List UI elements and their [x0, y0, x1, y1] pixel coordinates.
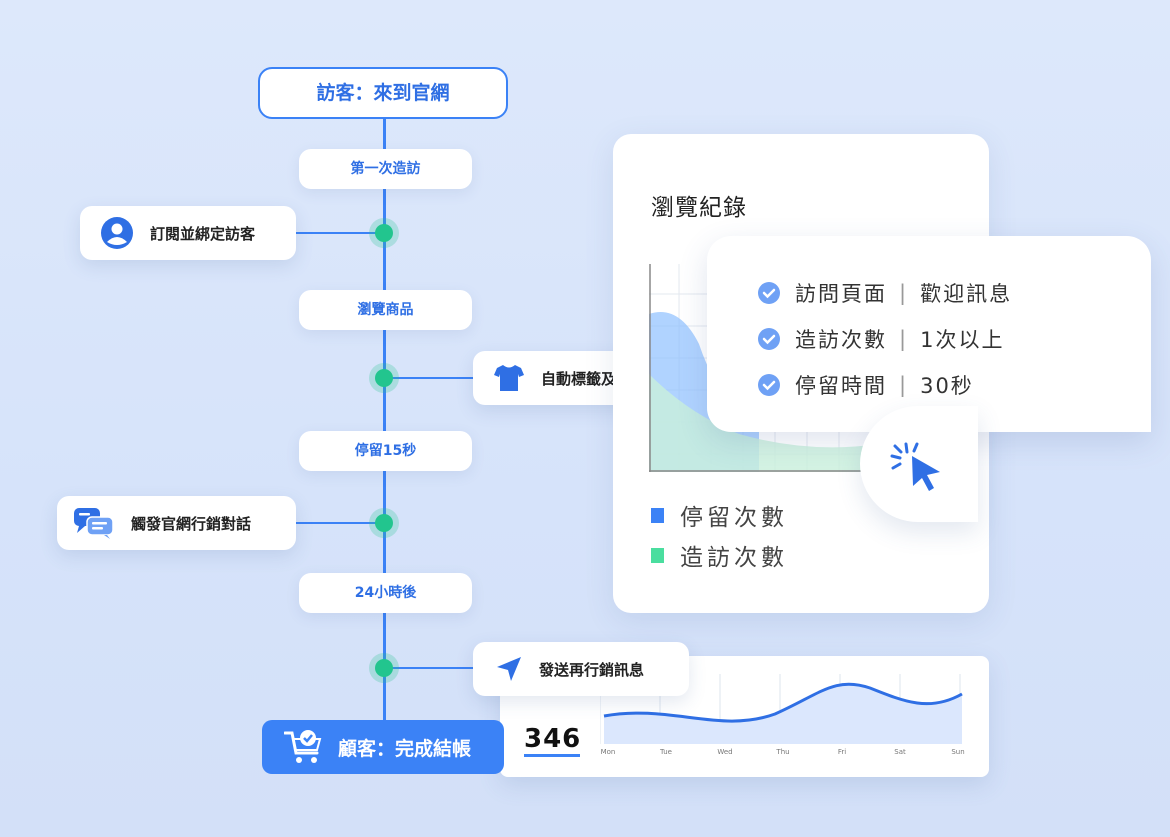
action-send-label: 發送再行銷訊息 — [539, 660, 645, 679]
condition-row: 訪問頁面 | 歡迎訊息 — [757, 278, 1012, 308]
flow-step-stay: 停留15秒 — [299, 431, 472, 471]
connector-tag — [386, 377, 474, 379]
flow-node — [375, 369, 393, 387]
flow-node — [375, 659, 393, 677]
legend-swatch-green — [651, 547, 664, 563]
check-circle-icon — [757, 327, 781, 351]
flow-node — [375, 224, 393, 242]
condition-value: 1次以上 — [920, 328, 1005, 352]
condition-key: 停留時間 — [795, 374, 887, 398]
day-label: Fri — [838, 748, 846, 756]
click-cursor-icon — [890, 442, 946, 498]
conditions-card: 訪問頁面 | 歡迎訊息 造訪次數 | 1次以上 停留時間 | 30秒 — [707, 236, 1151, 432]
action-subscribe-label: 訂閱並綁定訪客 — [150, 224, 256, 243]
condition-row: 造訪次數 | 1次以上 — [757, 324, 1004, 354]
chat-bubbles-icon — [73, 506, 115, 540]
flow-node — [375, 514, 393, 532]
day-label: Thu — [775, 748, 789, 756]
flow-end-label: 顧客：完成結帳 — [338, 737, 472, 760]
condition-key: 造訪次數 — [795, 328, 887, 352]
legend-stay-label: 停留次數 — [680, 505, 788, 531]
check-circle-icon — [757, 281, 781, 305]
legend-stay: 停留次數 — [651, 498, 788, 532]
condition-key: 訪問頁面 — [795, 282, 887, 306]
day-label: Tue — [659, 748, 672, 756]
send-arrow-icon — [495, 655, 523, 683]
wave-chart: Mon Tue Wed Thu Fri Sat Sun — [600, 674, 965, 756]
flow-step-24h: 24小時後 — [299, 573, 472, 613]
flow-step-browse: 瀏覽商品 — [299, 290, 472, 330]
legend-swatch-blue — [651, 507, 664, 523]
action-chat-card: 觸發官網行銷對話 — [57, 496, 296, 550]
user-circle-icon — [100, 216, 134, 250]
day-label: Sat — [894, 748, 906, 756]
stat-underline — [524, 754, 580, 757]
condition-divider: | — [899, 373, 909, 397]
browse-history-title: 瀏覽紀錄 — [651, 195, 747, 221]
stat-total: 346 — [524, 724, 582, 754]
flow-end-box: 顧客：完成結帳 — [262, 720, 504, 774]
check-circle-icon — [757, 373, 781, 397]
connector-send — [386, 667, 474, 669]
condition-row: 停留時間 | 30秒 — [757, 370, 974, 400]
condition-divider: | — [899, 281, 909, 305]
action-send-card: 發送再行銷訊息 — [473, 642, 689, 696]
cart-check-icon — [284, 729, 324, 765]
connector-chat — [296, 522, 384, 524]
action-subscribe-card: 訂閱並綁定訪客 — [80, 206, 296, 260]
flow-start-box: 訪客：來到官網 — [258, 67, 508, 119]
day-label: Sun — [951, 748, 964, 756]
day-label: Wed — [717, 748, 732, 756]
flow-step-first-visit: 第一次造訪 — [299, 149, 472, 189]
flow-line — [383, 118, 386, 728]
condition-divider: | — [899, 327, 909, 351]
action-chat-label: 觸發官網行銷對話 — [131, 514, 252, 533]
legend-visit: 造訪次數 — [651, 538, 788, 572]
condition-value: 歡迎訊息 — [920, 282, 1013, 306]
cursor-bubble — [860, 406, 978, 522]
connector-subscribe — [296, 232, 384, 234]
legend-visit-label: 造訪次數 — [680, 545, 788, 571]
condition-value: 30秒 — [920, 374, 974, 398]
shirt-icon — [493, 363, 525, 393]
day-label: Mon — [601, 748, 616, 756]
